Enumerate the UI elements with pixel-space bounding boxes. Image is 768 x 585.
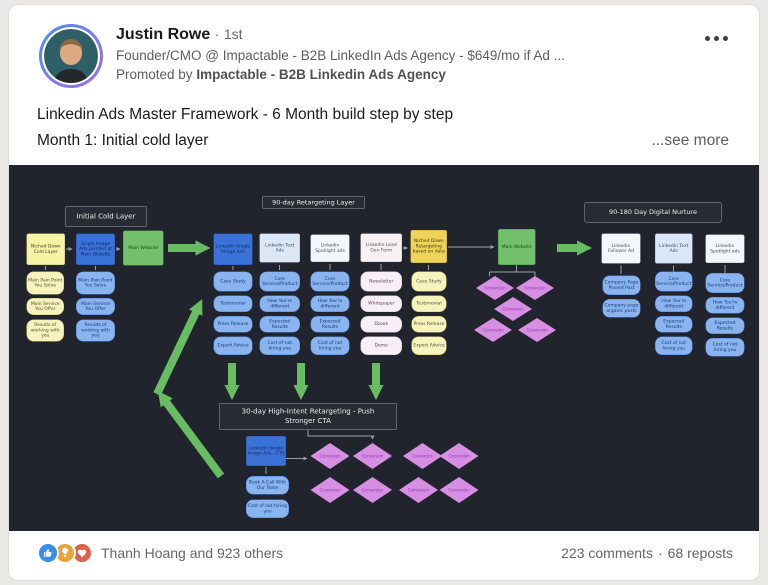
see-more-link[interactable]: ...see more — [651, 132, 729, 149]
section-label-90-day-retargeting: 90-day Retargeting Layer — [262, 196, 365, 209]
author-headline: Founder/CMO @ Impactable - B2B LinkedIn … — [116, 48, 565, 63]
label-30day-line2: Stronger CTA — [285, 417, 331, 425]
author-name[interactable]: Justin Rowe — [116, 26, 211, 43]
like-icon — [37, 542, 59, 564]
overflow-menu-icon[interactable] — [699, 27, 733, 49]
node-cold-yellow-item: Main Pain Point You Solve — [26, 271, 64, 295]
post-text-line1: Linkedin Ads Master Framework - 6 Month … — [37, 106, 454, 123]
reaction-icons — [37, 542, 93, 564]
node-90day-item: Cost of not hiring you — [310, 336, 350, 355]
promoted-page-name[interactable]: Impactable - B2B Linkedin Ads Agency — [196, 67, 446, 82]
node-nurture-item: Core Service/Product — [655, 271, 693, 292]
node-90day-item: Press Release — [411, 316, 447, 333]
node-90day-item: Case Study — [213, 271, 253, 292]
post-body: Linkedin Ads Master Framework - 6 Month … — [9, 88, 759, 165]
comments-count[interactable]: 223 comments — [561, 545, 653, 561]
flowchart-diagram: Initial Cold Layer Niched Down Cold Laye… — [9, 165, 759, 531]
post-header: Justin Rowe · 1st Founder/CMO @ Impactab… — [9, 5, 759, 88]
node-90day-item: How You're different — [310, 295, 350, 312]
node-90day-item: Ebook — [360, 316, 402, 333]
node-90day-item: Testimonial — [411, 295, 447, 312]
node-nurture-item: Cost of not hiring you — [655, 336, 693, 355]
linkedin-post-card: Justin Rowe · 1st Founder/CMO @ Impactab… — [8, 4, 760, 581]
node-90day-item: Demo — [360, 336, 402, 355]
node-nurture-col1-head: Linkedin Follower Ad — [601, 233, 641, 264]
node-cold-yellow-item: Results of working with you — [26, 319, 64, 342]
engagement-counts: 223 comments · 68 reposts — [561, 545, 733, 561]
node-90day-item: Expert Advice — [411, 336, 447, 355]
author-row: Justin Rowe · 1st — [116, 26, 565, 44]
node-nurture-item: Company Page Pinned Post — [602, 275, 641, 295]
node-cold-single-image-ads: Single Image Ads pointed at Main Website — [76, 233, 115, 265]
avatar-photo — [44, 29, 98, 83]
node-nurture-item: Cost of not hiring you — [705, 338, 745, 357]
node-90day-col3-head: Linkedin Spotlight ads — [310, 234, 350, 262]
diagram-connectors — [45, 240, 726, 479]
promoted-row: Promoted by Impactable - B2B Linkedin Ad… — [116, 67, 565, 82]
node-main-website-90day: Main Website — [498, 229, 536, 265]
reactions-summary[interactable]: Thanh Hoang and 923 others — [37, 542, 283, 564]
node-90day-item: Press Release — [213, 316, 253, 333]
node-nurture-item: How You're different — [705, 297, 745, 314]
counts-separator: · — [657, 545, 663, 561]
post-image[interactable]: Initial Cold Layer Niched Down Cold Laye… — [9, 165, 759, 531]
promoted-prefix: Promoted by — [116, 67, 193, 82]
node-nurture-item: How You're different — [655, 295, 693, 312]
node-90day-item: How You're different — [259, 295, 300, 312]
node-30day-single-image-ads: LinkedIn Single Image Ads - CTA — [246, 436, 286, 466]
node-nurture-item: Expected Results — [705, 317, 745, 334]
node-90day-item: Expected Results — [310, 316, 350, 333]
node-90day-item: Cost of not hiring you — [259, 336, 300, 355]
node-90day-item: Core Service/Product — [259, 271, 300, 292]
degree-separator: · — [214, 26, 220, 42]
node-cold-blue-item: Main Pain Point You Solve — [76, 271, 115, 295]
node-90day-col4-head: Linkedin Lead Gen Form — [360, 233, 402, 262]
node-main-website-cold: Main Website — [123, 230, 164, 266]
section-label-30-day-retargeting: 30-day High-Intent Retargeting - Push St… — [219, 403, 397, 430]
node-nurture-item: Core Service/Product — [705, 273, 745, 293]
label-30day-line1: 30-day High-Intent Retargeting - Push — [241, 407, 375, 416]
node-cold-yellow-item: Main Service You Offer — [26, 298, 64, 315]
avatar[interactable] — [39, 24, 103, 88]
node-90day-col1-head: LinkedIn Single Image Ads — [213, 233, 253, 265]
node-nurture-col3-head: Linkedin Spotlight ads — [705, 234, 745, 263]
header-texts: Justin Rowe · 1st Founder/CMO @ Impactab… — [116, 24, 565, 88]
node-nurture-col2-head: Linkedin Text Ads — [655, 233, 693, 264]
social-proof-text[interactable]: Thanh Hoang and 923 others — [101, 545, 284, 561]
section-label-initial-cold-layer: Initial Cold Layer — [65, 206, 147, 227]
node-90day-item: Testimonial — [213, 295, 253, 312]
node-niched-down-cold-layer: Niched Down Cold Layer — [26, 233, 65, 265]
node-30day-item: Book A Call With Our Team — [246, 476, 289, 495]
reposts-count[interactable]: 68 reposts — [667, 545, 733, 561]
node-cold-blue-item: Main Service You Offer — [76, 298, 115, 315]
node-90day-item: Case Study — [411, 271, 447, 292]
node-30day-item: Cost of not hiring you — [246, 499, 289, 518]
node-90day-item: Whitepaper — [360, 295, 402, 312]
node-90day-item: Expert Advice — [213, 336, 253, 355]
node-90day-col2-head: Linkedin Text Ads — [259, 233, 300, 263]
node-cold-blue-item: Results of working with you — [76, 319, 115, 342]
social-bar: Thanh Hoang and 923 others 223 comments … — [9, 531, 759, 564]
connection-degree: 1st — [223, 26, 243, 42]
node-90day-col5-head: Niched Down Retargeting based on data — [410, 230, 447, 263]
node-nurture-item: Expected Results — [655, 316, 693, 333]
node-90day-item: Expected Results — [259, 316, 300, 333]
node-nurture-item: Company page organic posts — [602, 299, 641, 318]
post-text-line2: Month 1: Initial cold layer — [37, 132, 209, 149]
section-label-90-180-nurture: 90-180 Day Digital Nurture — [584, 202, 722, 223]
node-90day-item: Newsletter — [360, 271, 402, 292]
node-90day-item: Core Service/Product — [310, 271, 350, 292]
